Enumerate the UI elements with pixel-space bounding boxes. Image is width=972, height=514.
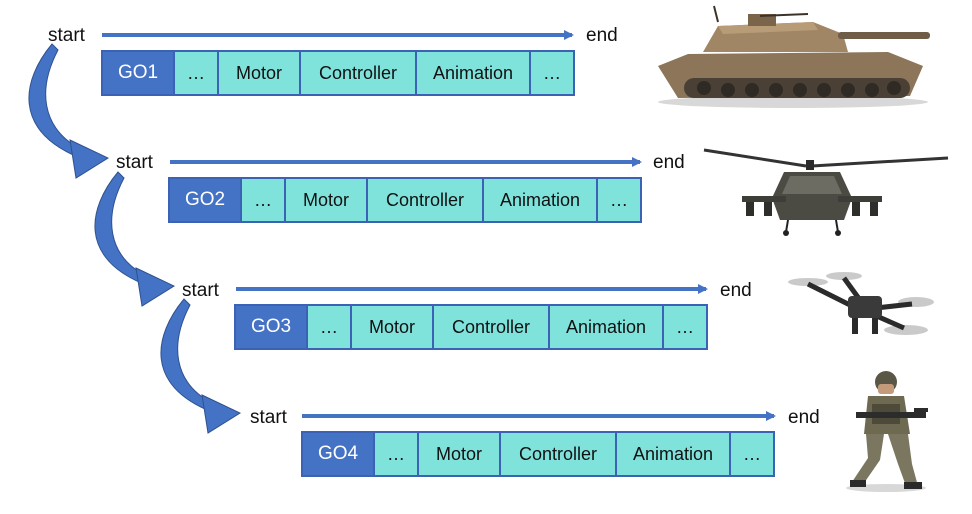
animation-cell: Animation [617,433,731,475]
ellipsis-cell: … [664,306,706,348]
curved-arrow-2 [94,171,176,307]
start-label-3: start [182,280,219,301]
go-cell: GO2 [170,179,242,221]
end-label-1: end [586,25,618,46]
controller-cell: Controller [368,179,484,221]
end-label-4: end [788,407,820,428]
start-label-4: start [250,407,287,428]
game-object-row-1: GO1 … Motor Controller Animation … [101,50,575,96]
curved-arrow-1 [28,43,110,179]
soldier-image [846,371,928,492]
start-label-1: start [48,25,85,46]
tank-image [658,5,930,108]
animation-cell: Animation [484,179,598,221]
motor-cell: Motor [419,433,501,475]
animation-cell: Animation [550,306,664,348]
ellipsis-cell: … [598,179,640,221]
go-cell: GO4 [303,433,375,475]
game-object-row-2: GO2 … Motor Controller Animation … [168,177,642,223]
motor-cell: Motor [219,52,301,94]
ellipsis-cell: … [375,433,419,475]
game-object-row-3: GO3 … Motor Controller Animation … [234,304,708,350]
go-cell: GO1 [103,52,175,94]
ellipsis-cell: … [308,306,352,348]
drone-image [788,272,934,335]
curved-arrow-3 [160,298,242,434]
ellipsis-cell: … [731,433,773,475]
animation-cell: Animation [417,52,531,94]
helicopter-image [703,148,949,236]
ellipsis-cell: … [175,52,219,94]
game-object-row-4: GO4 … Motor Controller Animation … [301,431,775,477]
motor-cell: Motor [286,179,368,221]
start-label-2: start [116,152,153,173]
ellipsis-cell: … [242,179,286,221]
motor-cell: Motor [352,306,434,348]
end-label-3: end [720,280,752,301]
ellipsis-cell: … [531,52,573,94]
go-cell: GO3 [236,306,308,348]
controller-cell: Controller [301,52,417,94]
end-label-2: end [653,152,685,173]
controller-cell: Controller [501,433,617,475]
controller-cell: Controller [434,306,550,348]
